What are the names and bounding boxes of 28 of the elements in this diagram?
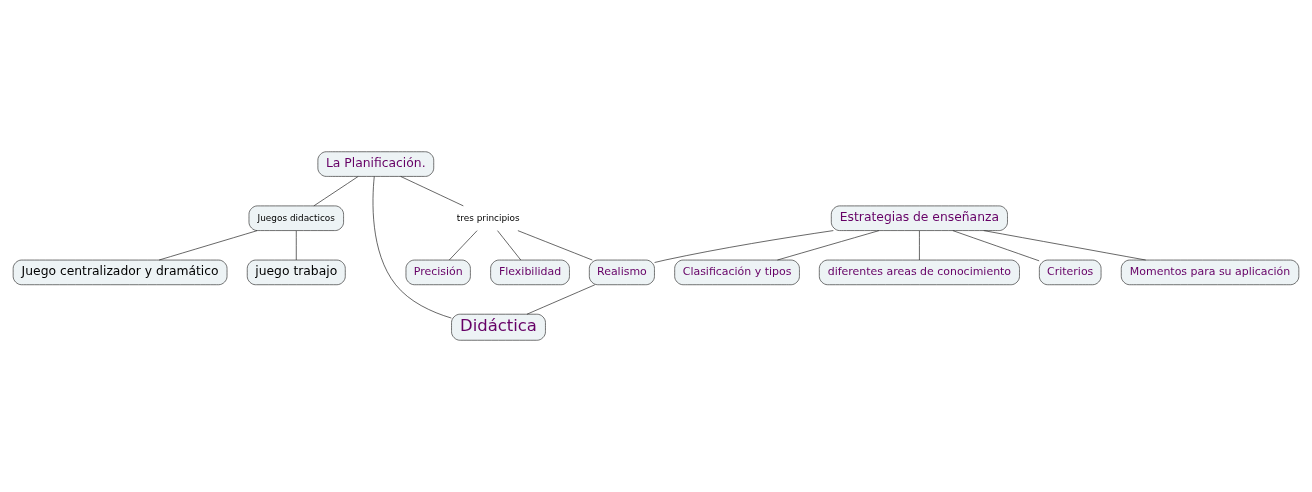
node-box: Juegos didacticos [248, 205, 344, 231]
node-box: Realismo [589, 259, 655, 286]
connector [777, 230, 880, 261]
connector [295, 230, 297, 261]
node-box: Juego centralizador y dramático [12, 259, 228, 286]
connector [158, 230, 258, 261]
connector [448, 230, 478, 261]
connector [919, 230, 920, 261]
node-box: diferentes areas de conocimiento [818, 259, 1020, 286]
connector [983, 230, 1146, 261]
connector [526, 284, 596, 315]
node-box: La Planificación. [317, 151, 435, 177]
node-box: Momentos para su aplicación [1120, 259, 1300, 286]
node-text: tres principios [456, 212, 520, 223]
connector [654, 230, 834, 263]
node-box: Precisión [405, 259, 471, 286]
node-box: Clasificación y tipos [674, 259, 800, 286]
connector [372, 176, 452, 319]
connector [400, 176, 464, 207]
connector [517, 230, 593, 261]
node-box: Didáctica [451, 313, 546, 341]
connector [313, 176, 359, 207]
node-box: Criterios [1039, 259, 1102, 286]
node-box: Estrategias de enseñanza [830, 205, 1008, 231]
connector [497, 230, 522, 261]
node-box: juego trabajo [246, 259, 346, 286]
connector [952, 230, 1040, 262]
node-box: Flexibilidad [490, 259, 570, 286]
